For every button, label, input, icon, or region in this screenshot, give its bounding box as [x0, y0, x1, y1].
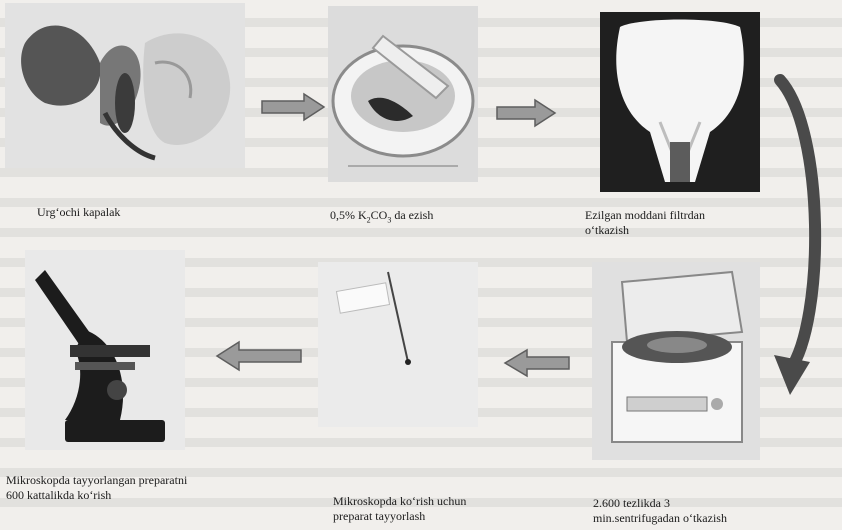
left-arrow-icon	[215, 340, 303, 372]
right-arrow-icon	[260, 92, 326, 122]
mortar-pestle-photo	[328, 6, 478, 182]
curved-down-arrow-icon	[770, 70, 830, 400]
microscope-photo	[25, 250, 185, 450]
slide-preparation-photo	[318, 262, 478, 427]
caption-slide: Mikroskopda ko‘rish uchun preparat tayyo…	[333, 494, 466, 524]
filter-funnel-photo	[600, 12, 760, 192]
centrifuge-photo	[592, 262, 760, 460]
caption-filter: Ezilgan moddani filtrdan o‘tkazish	[585, 208, 705, 238]
caption-mortar: 0,5% K2CO3 da ezish	[330, 208, 433, 227]
right-arrow-icon	[495, 98, 557, 128]
caption-microscope: Mikroskopda tayyorlangan preparatni 600 …	[6, 473, 187, 503]
left-arrow-icon	[503, 348, 571, 378]
caption-centrifuge: 2.600 tezlikda 3 min.sentrifugadan o‘tka…	[593, 496, 727, 526]
butterfly-photo	[5, 3, 245, 168]
caption-butterfly: Urg‘ochi kapalak	[37, 205, 120, 220]
